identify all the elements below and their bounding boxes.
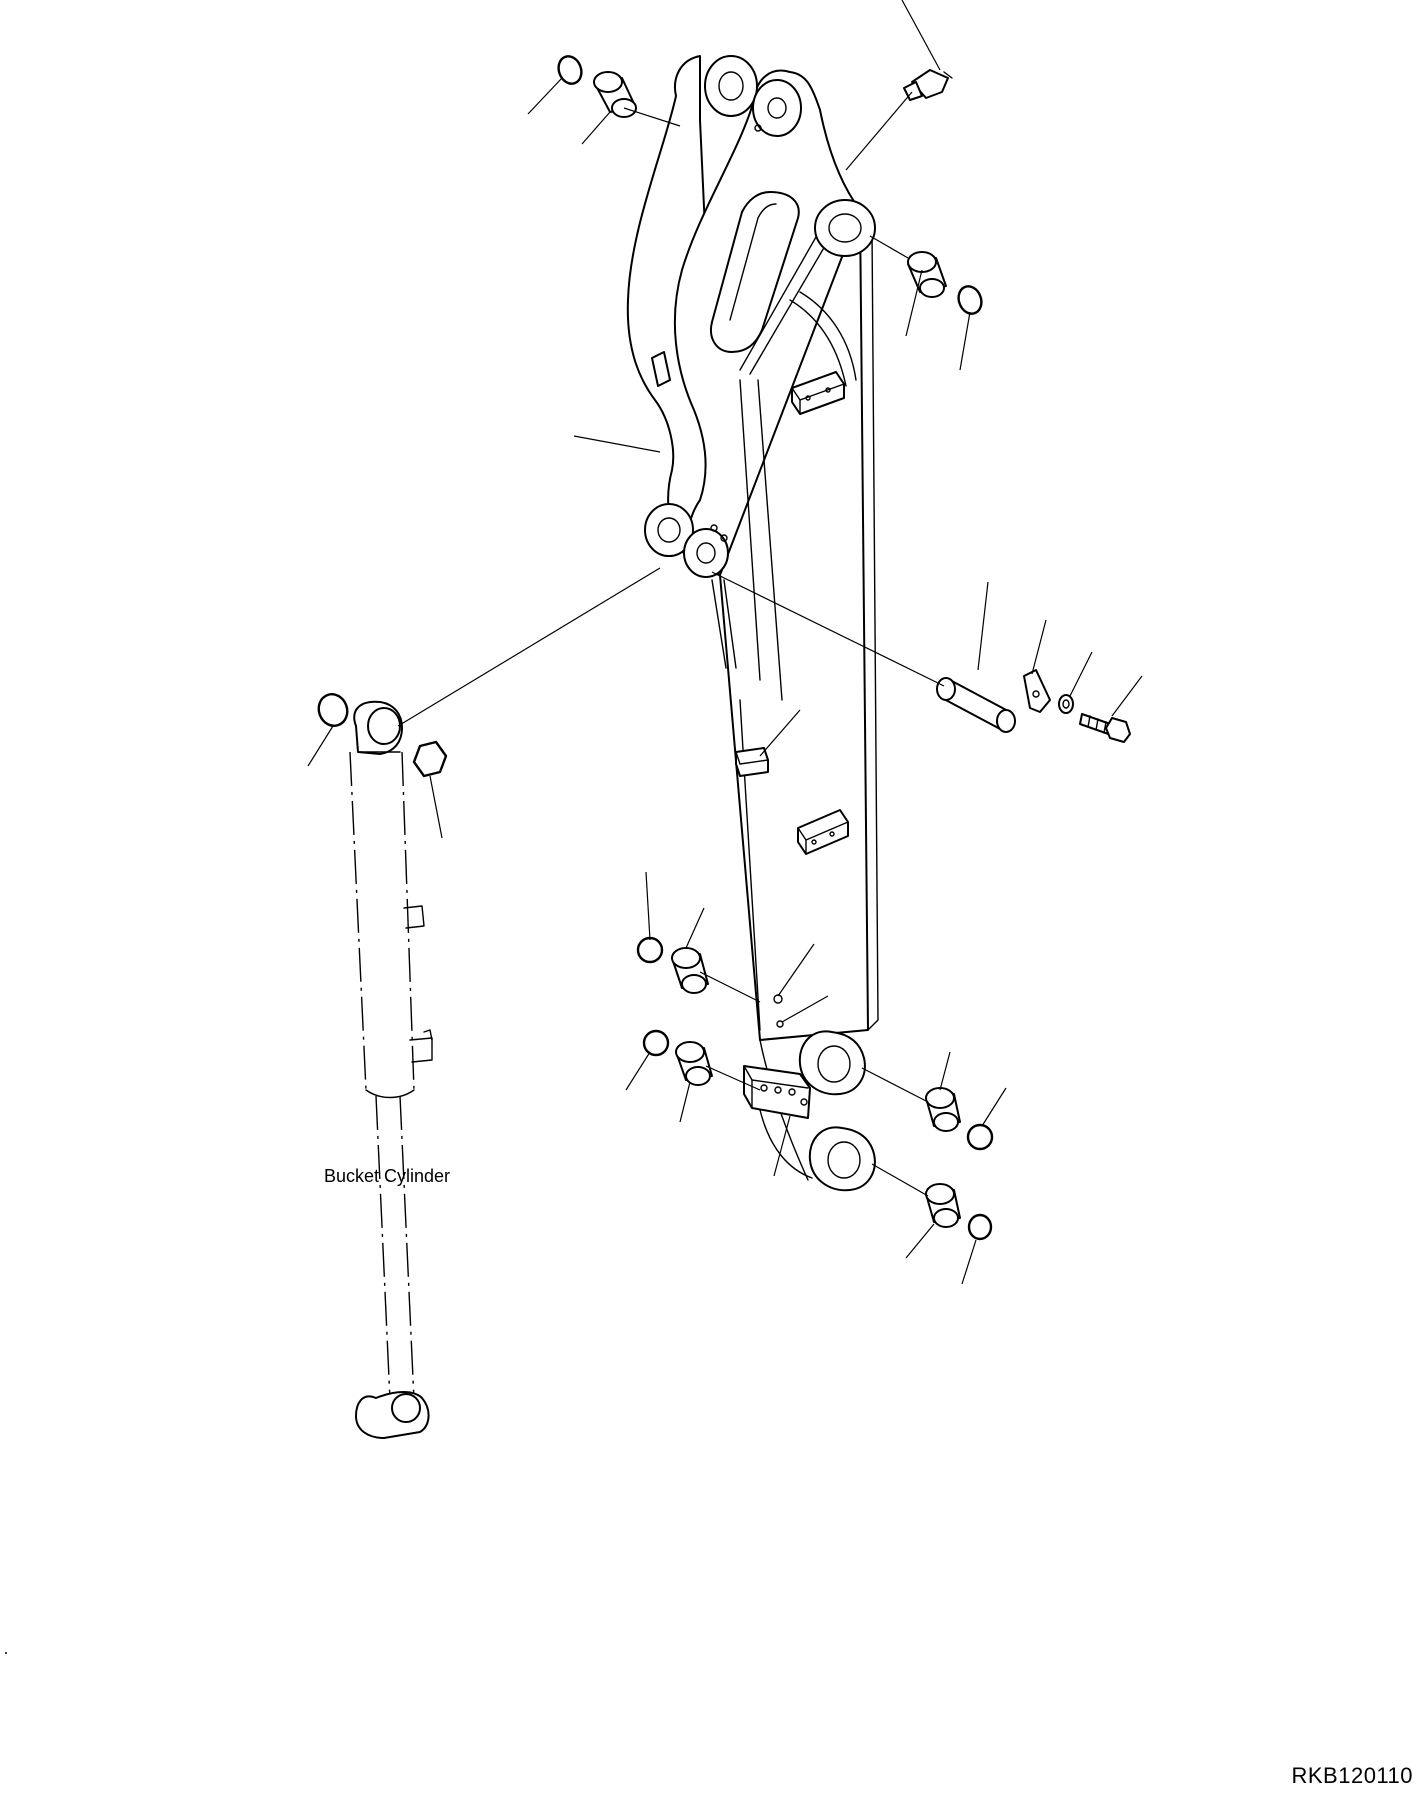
bushing-low-left bbox=[675, 1041, 713, 1086]
arm-structure bbox=[626, 55, 879, 1192]
drawing-number: RKB120110 bbox=[1291, 1763, 1413, 1788]
bushing-mid-left bbox=[671, 947, 709, 994]
lock-plate bbox=[1023, 669, 1051, 713]
leader-lines bbox=[307, 0, 1143, 1285]
pin bbox=[936, 677, 1016, 733]
bucket-cylinder-label: Bucket Cylinder bbox=[324, 1166, 451, 1186]
bushing-top-left bbox=[593, 71, 637, 118]
bushing-top-right bbox=[907, 251, 947, 298]
bolt bbox=[1079, 713, 1131, 743]
bucket-cylinder bbox=[349, 700, 433, 1439]
washer bbox=[1058, 694, 1074, 714]
corner-dot bbox=[5, 1652, 7, 1654]
bushing-bottom-right bbox=[925, 1183, 961, 1228]
grease-nipple bbox=[903, 69, 953, 101]
bushing-low-right bbox=[925, 1087, 961, 1132]
